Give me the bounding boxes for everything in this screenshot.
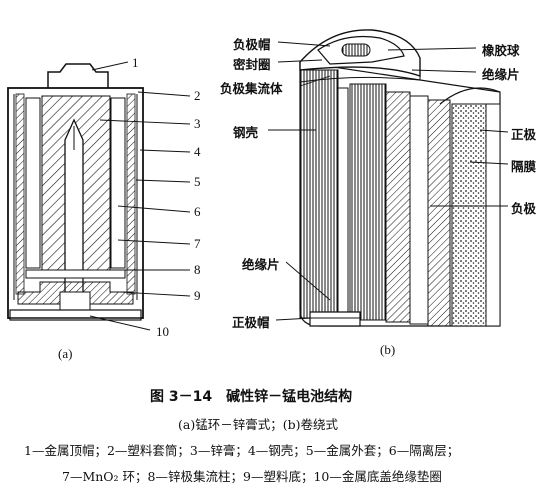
- label-6: 6: [194, 204, 201, 219]
- label-9: 9: [194, 288, 201, 303]
- sublabel-a: (a): [58, 346, 73, 361]
- figure-title: 图 3－14 碱性锌－锰电池结构: [150, 389, 353, 405]
- label-7: 7: [194, 236, 201, 251]
- label-insulator-top: 绝缘片: [482, 67, 520, 82]
- label-rubber-ball: 橡胶球: [482, 43, 520, 58]
- label-steel-shell: 钢壳: [233, 125, 259, 140]
- label-10: 10: [156, 324, 169, 339]
- label-seal-ring: 密封圈: [233, 57, 271, 72]
- label-3: 3: [194, 116, 201, 131]
- legend-line-1: 1—金属顶帽；2—塑料套筒；3—锌膏；4—钢壳；5—金属外套；6—隔离层；: [24, 443, 460, 458]
- label-4: 4: [194, 144, 201, 159]
- sublabel-b: (b): [380, 342, 396, 357]
- label-1: 1: [132, 55, 139, 70]
- legend-line-2: 7—MnO₂ 环；8—锌极集流柱；9—塑料底；10—金属底盖绝缘垫圈: [62, 469, 442, 484]
- label-neg-collector: 负极集流体: [220, 81, 283, 96]
- label-insulator-bottom: 绝缘片: [242, 257, 280, 272]
- label-negative: 负极: [511, 201, 537, 216]
- label-5: 5: [194, 174, 201, 189]
- label-positive: 正极: [511, 127, 537, 142]
- label-neg-cap: 负极帽: [233, 37, 271, 52]
- figure-subtitle: (a)锰环－锌膏式；(b)卷绕式: [178, 417, 338, 432]
- label-separator: 隔膜: [511, 159, 537, 174]
- label-pos-cap: 正极帽: [232, 315, 270, 330]
- label-2: 2: [194, 88, 201, 103]
- label-8: 8: [194, 262, 201, 277]
